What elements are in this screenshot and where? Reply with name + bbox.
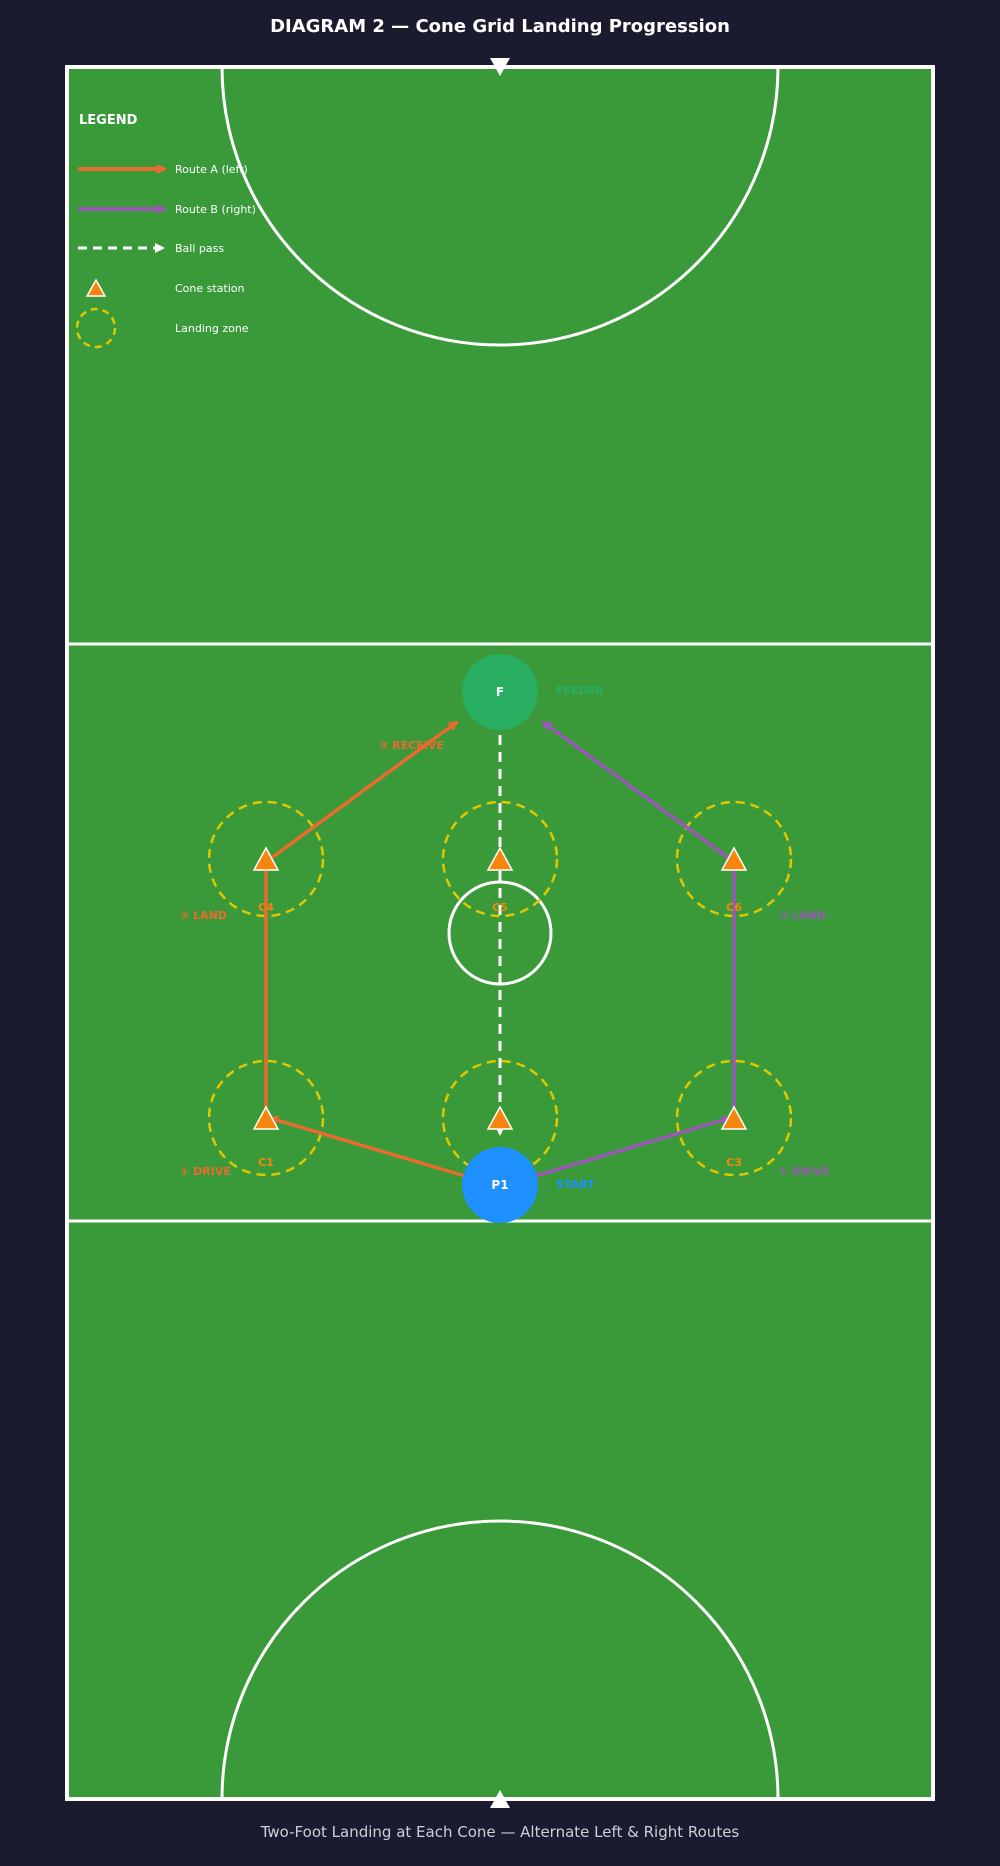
landing-zone-c6: [675, 800, 793, 918]
diagram-footer: Two-Foot Landing at Each Cone — Alternat…: [260, 1823, 740, 1841]
landing-zone-c2: [441, 1059, 559, 1177]
top-goal-marker: [490, 58, 510, 76]
legend-route-a-label: Route A (left): [175, 163, 248, 176]
cone-c4-icon: [252, 846, 280, 871]
player-marker: [462, 1147, 538, 1223]
feeder-marker: [462, 654, 538, 730]
player-initial: P1: [491, 1178, 508, 1192]
cone-c3-icon: [720, 1105, 748, 1130]
player-start-label: START: [556, 1178, 595, 1191]
bottom-shooting-circle: [220, 1519, 780, 1800]
cone-c1-icon: [252, 1105, 280, 1130]
left-drive-label: ① DRIVE: [180, 1165, 231, 1178]
legend: LEGEND Route A (left) Route B (right) Ba…: [75, 113, 256, 349]
landing-zone-c1: [207, 1059, 325, 1177]
landing-zone-c4: [207, 800, 325, 918]
right-land-label: ② LAND: [779, 909, 826, 922]
cone-stations: [252, 846, 748, 1130]
legend-cone-label: Cone station: [175, 282, 245, 295]
route-b: [531, 720, 739, 1179]
landing-zone-c5: [441, 800, 559, 918]
cone-c6-icon: [720, 846, 748, 871]
court-surface: [65, 65, 935, 1801]
left-receive-label: ③ RECEIVE: [379, 739, 444, 752]
feeder-label: FEEDER: [556, 684, 604, 697]
cone-c5-icon: [486, 846, 514, 871]
route-b-drive-arrow: [531, 1115, 732, 1179]
route-b-receive-arrow: [541, 720, 736, 864]
feeder-initial: F: [496, 685, 504, 699]
cone-label-c4: C4: [258, 901, 274, 914]
cone-label-c3: C3: [726, 1156, 742, 1169]
landing-zone-c3: [675, 1059, 793, 1177]
legend-cone-icon: [85, 278, 107, 297]
cone-label-c1: C1: [258, 1156, 274, 1169]
legend-landing-zone-label: Landing zone: [175, 322, 249, 335]
route-a-drive-arrow: [268, 1115, 469, 1179]
cone-label-c6: C6: [726, 901, 742, 914]
left-land-label: ② LAND: [180, 909, 227, 922]
cone-c2-icon: [486, 1105, 514, 1130]
legend-heading: LEGEND: [79, 113, 138, 128]
route-a: [261, 720, 469, 1179]
cone-label-c5: C5: [492, 901, 508, 914]
legend-ball-pass-label: Ball pass: [175, 242, 224, 255]
diagram-title: DIAGRAM 2 — Cone Grid Landing Progressio…: [270, 16, 730, 37]
top-shooting-circle: [220, 66, 780, 347]
landing-zones: [207, 800, 793, 1177]
right-drive-label: ① DRIVE: [779, 1165, 830, 1178]
bottom-goal-marker: [490, 1790, 510, 1808]
legend-route-b-label: Route B (right): [175, 203, 256, 216]
centre-circle: [447, 880, 553, 986]
route-a-receive-arrow: [264, 720, 459, 864]
legend-landing-zone-icon: [75, 307, 117, 349]
